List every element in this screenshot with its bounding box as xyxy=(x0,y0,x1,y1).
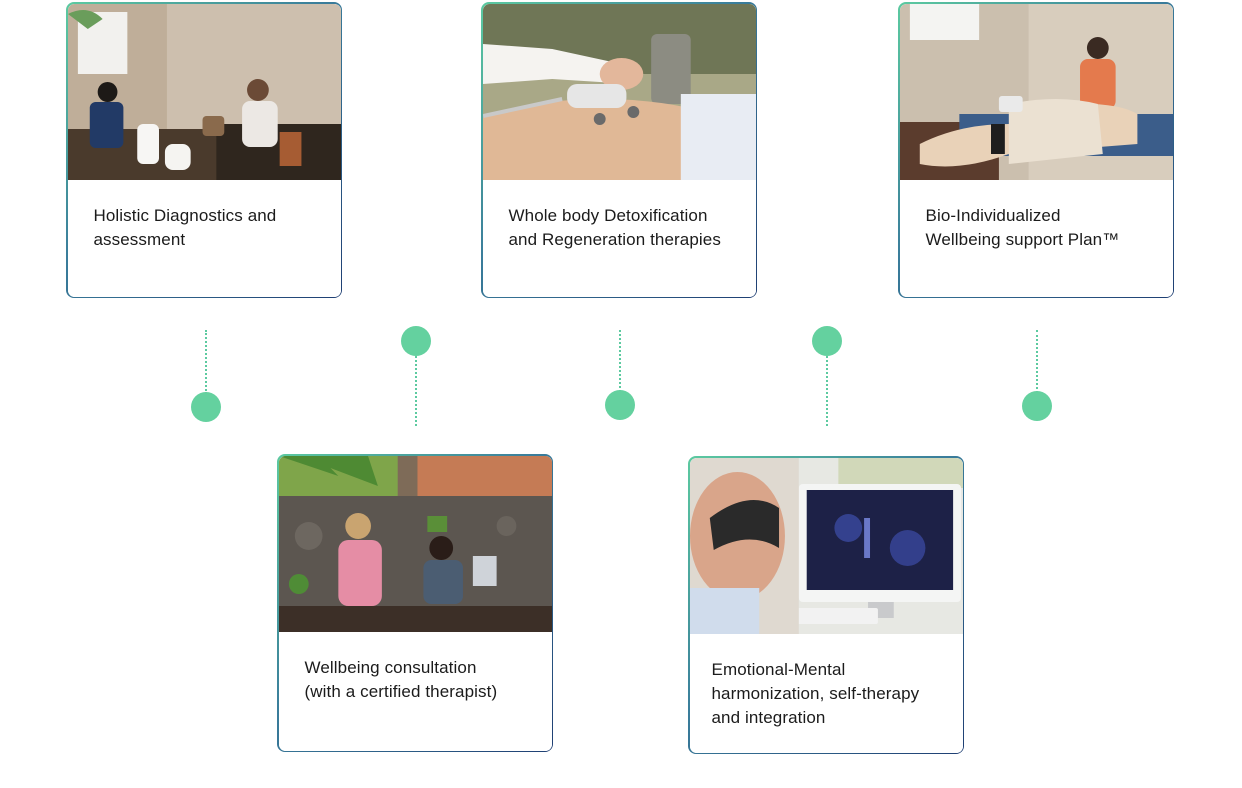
caption-line: and integration xyxy=(711,707,826,727)
connector-line xyxy=(205,330,207,394)
neurofeedback-screen-photo xyxy=(689,457,963,634)
device-treatment-photo xyxy=(482,3,756,180)
caption-line: Wellbeing consultation xyxy=(304,657,477,677)
step-card-consultation: Wellbeing consultation (with a certified… xyxy=(277,454,553,752)
step-caption: Emotional-Mental harmonization, self-the… xyxy=(712,658,945,730)
caption-line: Wellbeing support Plan™ xyxy=(925,229,1120,249)
caption-line: Emotional-Mental xyxy=(711,659,846,679)
timeline-node xyxy=(812,326,842,356)
caption-line: Whole body Detoxification xyxy=(508,205,708,225)
connector-line xyxy=(415,356,417,426)
step-card-holistic: Holistic Diagnostics and assessment xyxy=(66,2,342,298)
reception-desk-photo xyxy=(278,455,552,632)
connector-line xyxy=(826,356,828,426)
timeline-node xyxy=(605,390,635,420)
treatment-table-photo xyxy=(899,3,1173,180)
consultation-room-photo xyxy=(67,3,341,180)
step-card-detox: Whole body Detoxification and Regenerati… xyxy=(481,2,757,298)
connector-line xyxy=(619,330,621,392)
caption-line: Holistic Diagnostics and xyxy=(93,205,277,225)
step-card-emotional: Emotional-Mental harmonization, self-the… xyxy=(688,456,964,754)
step-caption: Holistic Diagnostics and assessment xyxy=(94,204,323,252)
connector-line xyxy=(1036,330,1038,393)
caption-line: harmonization, self-therapy xyxy=(711,683,920,703)
timeline-node xyxy=(1022,391,1052,421)
caption-line: (with a certified therapist) xyxy=(304,681,498,701)
timeline-node xyxy=(191,392,221,422)
caption-line: assessment xyxy=(93,229,186,249)
step-caption: Bio-Individualized Wellbeing support Pla… xyxy=(926,204,1155,252)
step-caption: Wellbeing consultation (with a certified… xyxy=(305,656,534,704)
caption-line: and Regeneration therapies xyxy=(508,229,721,249)
step-card-plan: Bio-Individualized Wellbeing support Pla… xyxy=(898,2,1174,298)
step-caption: Whole body Detoxification and Regenerati… xyxy=(509,204,738,252)
caption-line: Bio-Individualized xyxy=(925,205,1061,225)
timeline-node xyxy=(401,326,431,356)
